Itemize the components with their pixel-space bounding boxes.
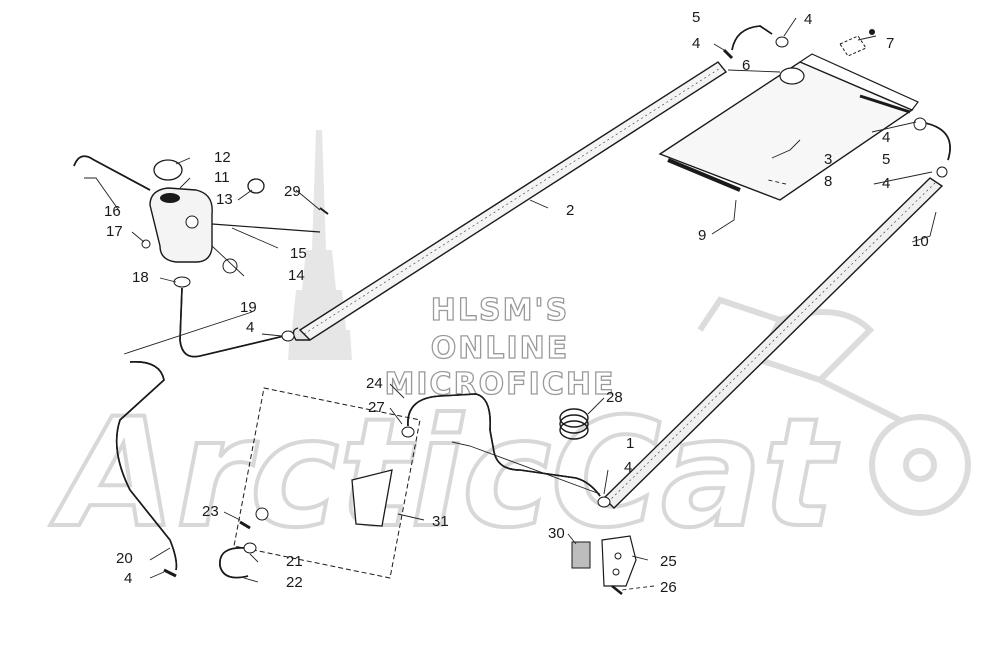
callout-31: 31 bbox=[432, 513, 449, 530]
part-27-clamp bbox=[401, 426, 415, 438]
callout-8: 8 bbox=[824, 173, 832, 190]
part-2-left-heat-exchanger bbox=[292, 61, 728, 341]
part-18-clamp bbox=[222, 258, 238, 274]
part-5-top-hose bbox=[722, 25, 789, 60]
part-20-hose bbox=[115, 361, 178, 578]
callout-15: 15 bbox=[290, 245, 307, 262]
part-19-hose bbox=[179, 287, 295, 358]
part-11-coolant-tank bbox=[141, 159, 238, 288]
callout-6: 6 bbox=[742, 57, 750, 74]
callout-9: 9 bbox=[698, 227, 706, 244]
callout-19: 19 bbox=[240, 299, 257, 316]
callout-24: 24 bbox=[366, 375, 383, 392]
part-30-pad bbox=[571, 541, 591, 569]
part-16-overflow-hose bbox=[73, 155, 151, 191]
part-25-bracket bbox=[601, 535, 637, 587]
callout-4-top-right: 4 bbox=[804, 11, 812, 28]
part-7-screw bbox=[839, 29, 875, 57]
callout-7: 7 bbox=[886, 35, 894, 52]
callout-17: 17 bbox=[106, 223, 123, 240]
part-13-clamp bbox=[247, 178, 265, 194]
callout-4-left-rail: 4 bbox=[246, 319, 254, 336]
callout-18: 18 bbox=[132, 269, 149, 286]
callout-1: 1 bbox=[626, 435, 634, 452]
part-12-cap bbox=[153, 159, 183, 181]
part-24-hose bbox=[401, 393, 611, 508]
brand-watermark-text: ArcticCat bbox=[50, 387, 839, 561]
part-22-hose bbox=[219, 507, 269, 579]
watermark-line-2: ONLINE bbox=[431, 331, 570, 366]
callout-27: 27 bbox=[368, 399, 385, 416]
callout-28: 28 bbox=[606, 389, 623, 406]
part-1-right-heat-exchanger bbox=[603, 177, 944, 509]
callout-10: 10 bbox=[912, 233, 929, 250]
callout-14: 14 bbox=[288, 267, 305, 284]
part-26-screw bbox=[611, 585, 623, 595]
part-31-panel bbox=[233, 387, 421, 579]
callout-16: 16 bbox=[104, 203, 121, 220]
callout-13: 13 bbox=[216, 191, 233, 208]
part-23-fitting bbox=[239, 520, 251, 530]
part-3-top-heat-exchanger bbox=[658, 53, 919, 201]
callout-3: 3 bbox=[824, 151, 832, 168]
leader-lines bbox=[84, 17, 937, 591]
callout-30: 30 bbox=[548, 525, 565, 542]
callout-11: 11 bbox=[214, 169, 230, 186]
watermark-line-1: HLSM'S bbox=[431, 293, 569, 328]
part-15-vent-line bbox=[211, 207, 329, 233]
callout-5-right: 5 bbox=[882, 151, 890, 168]
callout-5-top: 5 bbox=[692, 9, 700, 26]
watermark-line-3: MICROFICHE bbox=[385, 367, 616, 402]
part-5-right-hose bbox=[913, 117, 951, 178]
callout-4-right-lower: 4 bbox=[882, 175, 890, 192]
callout-20: 20 bbox=[116, 550, 133, 567]
callout-25: 25 bbox=[660, 553, 677, 570]
part-6-cap bbox=[779, 67, 805, 85]
callout-12: 12 bbox=[214, 149, 231, 166]
callout-2: 2 bbox=[566, 202, 574, 219]
callout-4-bottom-left: 4 bbox=[124, 570, 132, 587]
callout-4-right-rail: 4 bbox=[624, 459, 632, 476]
part-28-spring-clamp bbox=[559, 408, 589, 440]
callout-23: 23 bbox=[202, 503, 219, 520]
callout-4-right-upper: 4 bbox=[882, 129, 890, 146]
part-21-clamp bbox=[243, 542, 257, 554]
callout-29: 29 bbox=[284, 183, 301, 200]
callout-labels: 1 2 3 4 4 4 4 4 4 4 5 5 6 7 8 9 10 11 12… bbox=[104, 9, 929, 596]
callout-4-top-left: 4 bbox=[692, 35, 700, 52]
callout-22: 22 bbox=[286, 574, 303, 591]
callout-26: 26 bbox=[660, 579, 677, 596]
callout-21: 21 bbox=[286, 553, 303, 570]
